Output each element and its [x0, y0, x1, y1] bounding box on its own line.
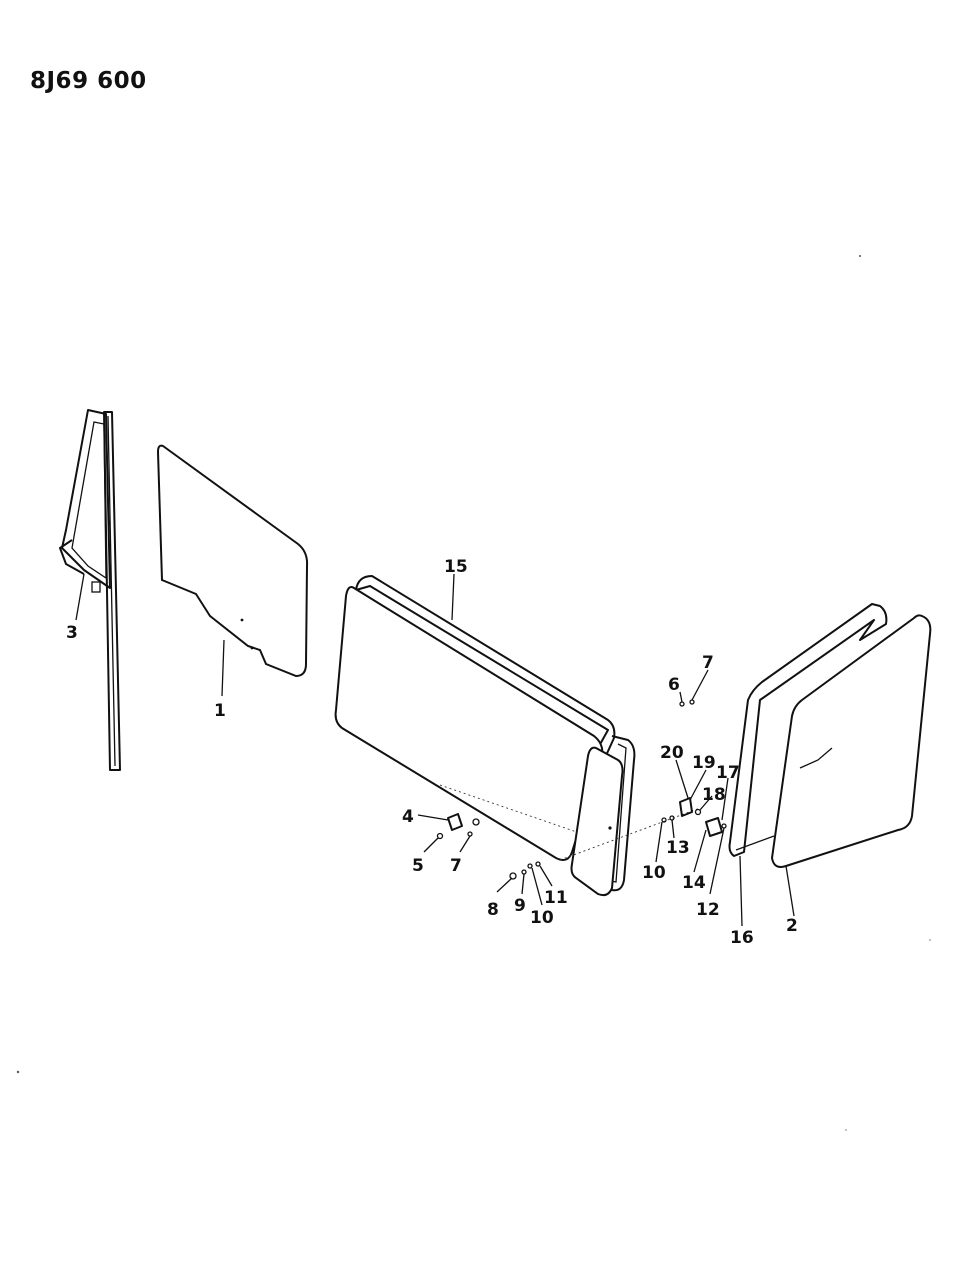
callouts: 3 1 15 4 5 7 8 9 10 11 6 7 20 19 17 18 1…: [66, 557, 798, 948]
callout-5: 5: [412, 856, 424, 876]
center-channel: [559, 735, 701, 897]
callout-18: 18: [702, 785, 726, 805]
callout-12: 12: [696, 900, 720, 920]
callout-3: 3: [66, 623, 78, 643]
part-16-frame-right: [728, 603, 888, 857]
part-2-right-glass: [770, 614, 932, 868]
callout-16: 16: [730, 928, 754, 948]
callout-17: 17: [716, 763, 740, 783]
part-1-side-panel: [156, 444, 309, 678]
callout-10: 10: [530, 908, 554, 928]
callout-1: 1: [214, 701, 226, 721]
part-3-vent-channel: [59, 409, 121, 771]
latch-hardware: [436, 699, 727, 880]
callout-15: 15: [444, 557, 468, 577]
scan-specks: [16, 255, 931, 1131]
sliding-glass-left: [334, 586, 604, 861]
callout-6: 6: [668, 675, 680, 695]
callout-7: 7: [702, 653, 714, 673]
callout-14: 14: [682, 873, 706, 893]
callout-20: 20: [660, 743, 684, 763]
callout-4: 4: [402, 807, 414, 827]
callout-2: 2: [786, 916, 798, 936]
callout-7: 7: [450, 856, 462, 876]
callout-19: 19: [692, 753, 716, 773]
callout-11: 11: [544, 888, 568, 908]
callout-8: 8: [487, 900, 499, 920]
callout-10: 10: [642, 863, 666, 883]
callout-9: 9: [514, 896, 526, 916]
drawing-number: 8J69 600: [30, 68, 147, 94]
callout-13: 13: [666, 838, 690, 858]
leader-lines: [75, 573, 795, 927]
